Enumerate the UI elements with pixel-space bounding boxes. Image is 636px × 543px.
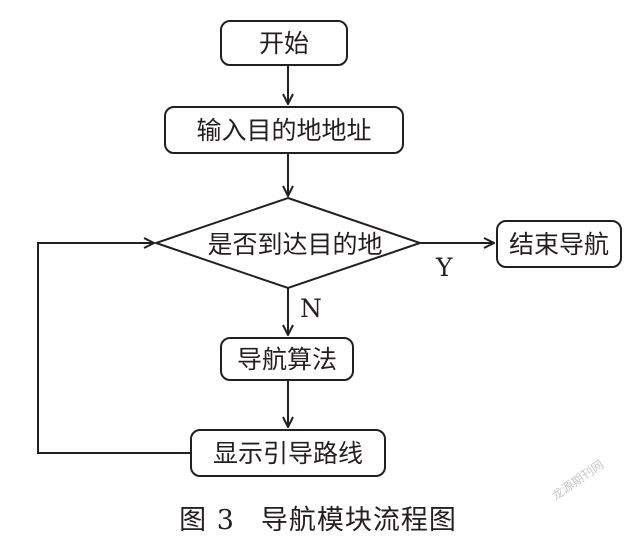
decision-label: 是否到达目的地 bbox=[207, 230, 383, 259]
display-route-label: 显示引导路线 bbox=[212, 438, 363, 468]
input-address-label: 输入目的地地址 bbox=[196, 115, 372, 145]
input-address-node: 输入目的地地址 bbox=[164, 106, 404, 154]
display-route-node: 显示引导路线 bbox=[190, 429, 386, 477]
yes-branch-label: Y bbox=[436, 253, 453, 282]
figure-caption: 图 3 导航模块流程图 bbox=[0, 498, 636, 537]
navigation-algorithm-label: 导航算法 bbox=[236, 344, 337, 374]
no-branch-label: N bbox=[300, 294, 322, 323]
start-node: 开始 bbox=[220, 20, 348, 66]
navigation-algorithm-node: 导航算法 bbox=[220, 337, 354, 381]
end-navigation-node: 结束导航 bbox=[496, 220, 622, 268]
start-label: 开始 bbox=[258, 28, 309, 58]
end-navigation-label: 结束导航 bbox=[508, 229, 609, 259]
figure-title: 导航模块流程图 bbox=[260, 505, 457, 536]
figure-number: 图 3 bbox=[179, 505, 235, 536]
arrow-loop-back bbox=[37, 243, 190, 454]
